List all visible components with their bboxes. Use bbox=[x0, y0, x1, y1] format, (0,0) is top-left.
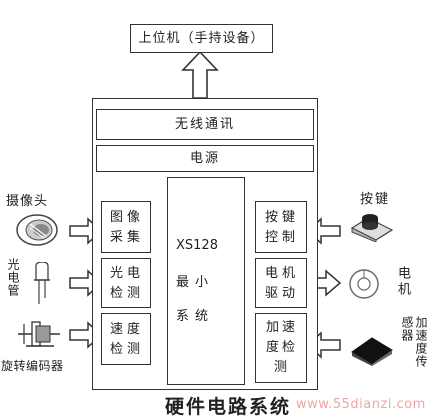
wireless-box: 无线通讯 bbox=[96, 109, 314, 140]
motor-drive-box: 电机驱动 bbox=[255, 258, 307, 308]
button-icon bbox=[350, 214, 394, 242]
encoder-icon bbox=[18, 321, 60, 347]
mcu-box: XS128 最小系统 bbox=[167, 177, 245, 385]
wireless-label: 无线通讯 bbox=[174, 117, 235, 132]
speed-detect-box: 速度检测 bbox=[101, 313, 151, 365]
power-box: 电源 bbox=[96, 145, 314, 172]
accel-detect-box: 加速度检测 bbox=[255, 313, 307, 383]
photo-detect-label: 光电检测 bbox=[109, 266, 144, 301]
motor-drive-label: 电机驱动 bbox=[264, 266, 299, 301]
mcu-desc-label: 最小系统 bbox=[176, 275, 215, 324]
host-label: 上位机（手持设备） bbox=[138, 31, 265, 46]
image-capture-label: 图像采集 bbox=[109, 210, 144, 245]
phototube-label: 光电管 bbox=[6, 258, 20, 297]
phototube-icon bbox=[34, 262, 50, 304]
host-box: 上位机（手持设备） bbox=[130, 24, 273, 53]
accel-sensor-label: 加速度传感器 bbox=[400, 316, 428, 368]
image-capture-box: 图像采集 bbox=[101, 201, 151, 253]
camera-icon bbox=[16, 214, 58, 246]
power-label: 电源 bbox=[189, 151, 220, 166]
button-label: 按键 bbox=[360, 192, 391, 207]
speed-detect-label: 速度检测 bbox=[109, 322, 144, 357]
mcu-name-label: XS128 bbox=[176, 238, 218, 253]
watermark-text: www.55dianzi.com bbox=[296, 397, 426, 412]
camera-label: 摄像头 bbox=[6, 194, 49, 209]
encoder-label: 旋转编码器 bbox=[1, 359, 64, 373]
arrow-to-host bbox=[181, 50, 219, 99]
photo-detect-box: 光电检测 bbox=[101, 258, 151, 308]
motor-label: 电机 bbox=[395, 266, 410, 298]
key-control-box: 按键控制 bbox=[255, 201, 307, 253]
diagram-caption: 硬件电路系统 bbox=[164, 396, 291, 418]
accel-sensor-icon bbox=[351, 337, 393, 366]
key-control-label: 按键控制 bbox=[264, 210, 299, 245]
motor-icon bbox=[349, 269, 379, 299]
accel-detect-label: 加速度检测 bbox=[265, 320, 298, 375]
